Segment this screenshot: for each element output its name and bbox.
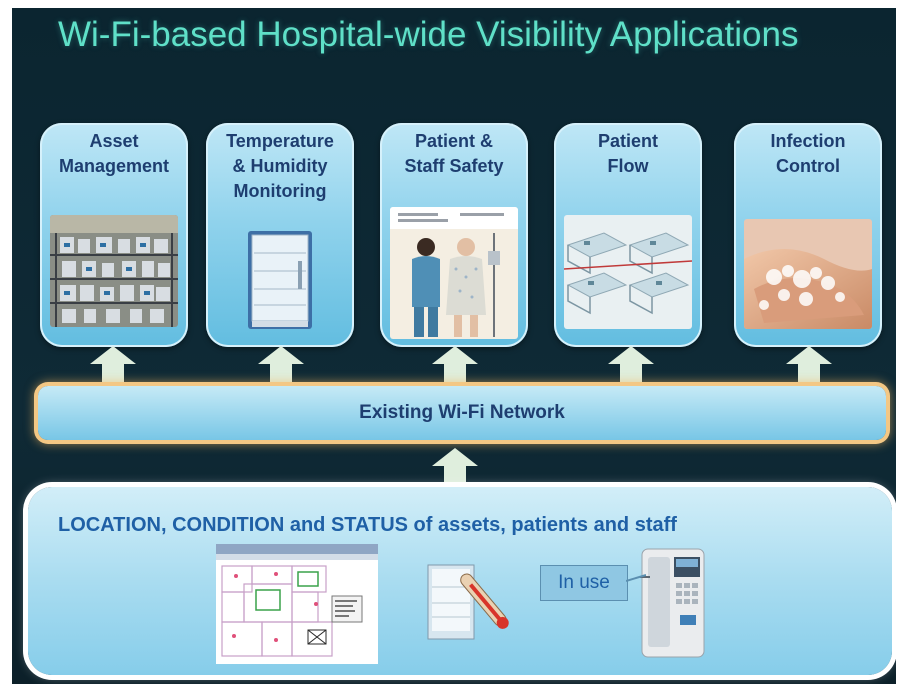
hand-washing-photo [744, 219, 872, 329]
arrow-up-icon [608, 346, 654, 386]
arrow-up-icon [258, 346, 304, 386]
app-card-label: Infection Control [770, 131, 846, 176]
floor-map-screenshot [216, 544, 378, 664]
wifi-network-bar: Existing Wi-Fi Network [38, 386, 886, 440]
arrow-up-icon [786, 346, 832, 386]
callout-pointer [626, 574, 646, 582]
fridge-thermometer-image [426, 559, 520, 645]
arrow-up-icon [90, 346, 136, 386]
app-card-label: Temperature & Humidity Monitoring [226, 131, 334, 201]
app-card-infection-control: Infection Control [734, 123, 882, 347]
patient-and-staff-photo [390, 207, 518, 339]
slide: Wi-Fi-based Hospital-wide Visibility App… [12, 8, 896, 684]
infusion-pump-image [640, 547, 706, 659]
in-use-status-callout: In use [540, 565, 628, 601]
slide-title: Wi-Fi-based Hospital-wide Visibility App… [58, 15, 799, 54]
app-card-temperature-humidity: Temperature & Humidity Monitoring [206, 123, 354, 347]
app-card-label: Asset Management [58, 131, 170, 176]
app-card-label: Patient Flow [597, 131, 658, 176]
app-card-asset-management: Asset Management [40, 123, 188, 347]
app-card-patient-staff-safety: Patient & Staff Safety [380, 123, 528, 347]
arrow-up-icon [432, 346, 478, 386]
refrigerator-photo [246, 231, 314, 329]
floor-plan-3d-image [564, 215, 692, 329]
wifi-network-label: Existing Wi-Fi Network [359, 402, 565, 423]
app-card-label: Patient & Staff Safety [404, 131, 504, 176]
arrow-up-icon [432, 448, 478, 488]
foundation-label: LOCATION, CONDITION and STATUS of assets… [58, 514, 677, 536]
equipment-shelves-photo [50, 215, 178, 327]
app-card-patient-flow: Patient Flow [554, 123, 702, 347]
foundation-panel: LOCATION, CONDITION and STATUS of assets… [28, 487, 892, 675]
